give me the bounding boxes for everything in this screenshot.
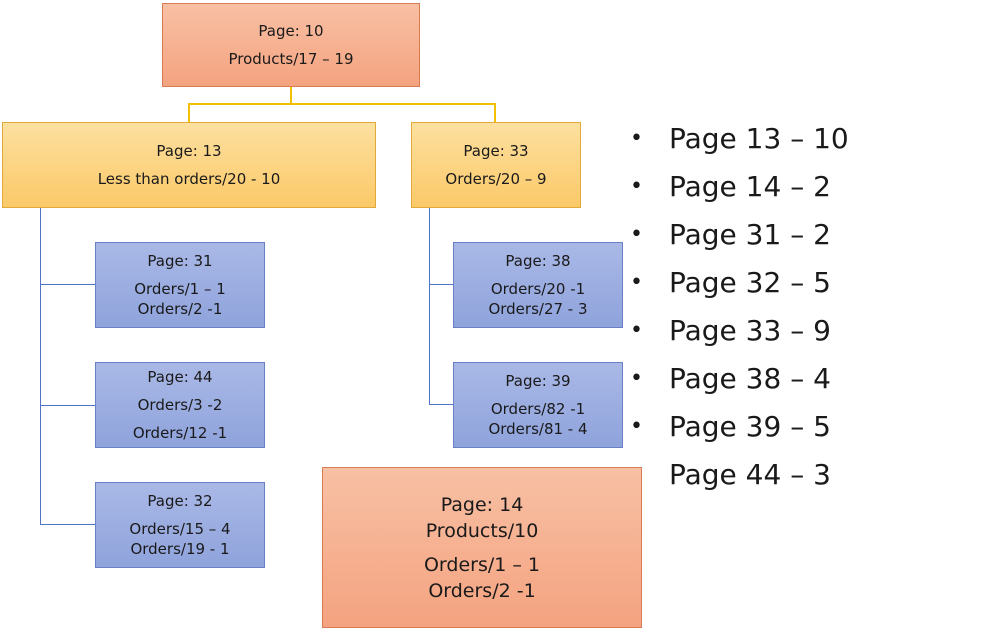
node-line: Less than orders/20 - 10 — [97, 170, 281, 188]
list-item: •Page 13 – 10 — [630, 121, 849, 155]
list-item: •Page 33 – 9 — [630, 313, 831, 347]
node-line: Orders/1 – 1 — [423, 553, 541, 576]
node-line: Orders/2 -1 — [428, 579, 536, 602]
bullet-icon: • — [630, 269, 643, 295]
connector-to-leaf-39 — [429, 404, 454, 405]
list-item: •Page 44 – 3 — [630, 450, 849, 498]
node-line: Orders/81 - 4 — [488, 420, 588, 438]
connector-horizontal — [188, 103, 495, 105]
node-line: Orders/15 – 4 — [129, 520, 231, 538]
node-line: Orders/19 - 1 — [130, 540, 230, 558]
node-page-label: Page: 39 — [505, 372, 571, 390]
node-line: Products/10 — [425, 519, 539, 542]
node-page-31: Page: 31 Orders/1 – 1 Orders/2 -1 — [95, 242, 265, 328]
list-item: •Page 39 – 5 — [630, 409, 831, 443]
bullet-icon: • — [630, 365, 643, 391]
bullet-icon: • — [630, 413, 643, 439]
connector-to-leaf-44 — [40, 405, 96, 406]
node-page-label: Page: 38 — [505, 252, 571, 270]
node-page-38: Page: 38 Orders/20 -1 Orders/27 - 3 — [453, 242, 623, 328]
node-line: Products/17 – 19 — [228, 50, 354, 68]
bullet-icon: • — [630, 173, 643, 199]
node-page-label: Page: 14 — [440, 493, 524, 516]
node-page-label: Page: 13 — [156, 142, 222, 160]
node-page-32: Page: 32 Orders/15 – 4 Orders/19 - 1 — [95, 482, 265, 568]
node-page-39: Page: 39 Orders/82 -1 Orders/81 - 4 — [453, 362, 623, 448]
node-page-label: Page: 44 — [147, 368, 213, 386]
node-line: Orders/20 -1 — [490, 280, 586, 298]
connector-right-trunk — [429, 207, 430, 405]
node-line: Orders/2 -1 — [137, 300, 223, 318]
node-line: Orders/82 -1 — [490, 400, 586, 418]
node-line: Orders/3 -2 — [137, 396, 223, 414]
connector-to-leaf-32 — [40, 524, 96, 525]
node-page-10: Page: 10 Products/17 – 19 — [162, 3, 420, 87]
connector-to-right-mid — [494, 103, 496, 122]
node-page-33: Page: 33 Orders/20 – 9 — [411, 122, 581, 208]
connector-left-trunk — [40, 207, 41, 525]
node-line: Orders/1 – 1 — [134, 280, 226, 298]
connector-root-down — [290, 87, 292, 104]
node-line: Orders/27 - 3 — [488, 300, 588, 318]
bullet-icon: • — [630, 125, 643, 151]
node-line: Orders/20 – 9 — [445, 170, 547, 188]
list-item: •Page 32 – 5 — [630, 265, 831, 299]
node-page-44: Page: 44 Orders/3 -2 Orders/12 -1 — [95, 362, 265, 448]
connector-to-leaf-38 — [429, 284, 454, 285]
node-page-14: Page: 14 Products/10 Orders/1 – 1 Orders… — [322, 467, 642, 628]
bullet-icon: • — [630, 221, 643, 247]
list-item: •Page 38 – 4 — [630, 361, 831, 395]
node-page-label: Page: 10 — [258, 22, 324, 40]
node-page-label: Page: 32 — [147, 492, 213, 510]
node-page-13: Page: 13 Less than orders/20 - 10 — [2, 122, 376, 208]
page-count-list: •Page 13 – 10 •Page 14 – 2 •Page 31 – 2 … — [630, 114, 849, 498]
node-line: Orders/12 -1 — [132, 424, 228, 442]
list-item: •Page 14 – 2 — [630, 169, 831, 203]
bullet-icon: • — [630, 317, 643, 343]
connector-to-leaf-31 — [40, 284, 96, 285]
node-page-label: Page: 33 — [463, 142, 529, 160]
connector-to-left-mid — [188, 103, 190, 122]
list-item: •Page 31 – 2 — [630, 217, 831, 251]
node-page-label: Page: 31 — [147, 252, 213, 270]
